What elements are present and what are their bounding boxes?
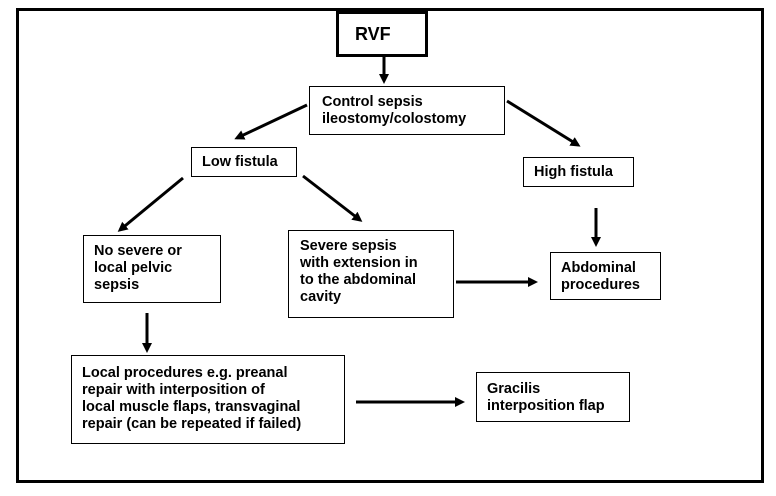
arrow-control-to-low <box>234 103 308 140</box>
node-no-severe-sepsis: No severe or local pelvic sepsis <box>83 235 221 303</box>
node-rvf: RVF <box>336 11 428 57</box>
arrow-control-to-high <box>506 99 581 147</box>
node-control-sepsis: Control sepsis ileostomy/colostomy <box>309 86 505 135</box>
node-severe-sepsis: Severe sepsis with extension in to the a… <box>288 230 454 318</box>
node-low-fistula: Low fistula <box>191 147 297 177</box>
node-high-fistula: High fistula <box>523 157 634 187</box>
arrow-low-to-no-severe <box>117 176 184 232</box>
node-abdominal-procedures: Abdominal procedures <box>550 252 661 300</box>
node-gracilis-flap: Gracilis interposition flap <box>476 372 630 422</box>
node-local-procedures: Local procedures e.g. preanal repair wit… <box>71 355 345 444</box>
arrow-low-to-severe <box>302 174 363 222</box>
